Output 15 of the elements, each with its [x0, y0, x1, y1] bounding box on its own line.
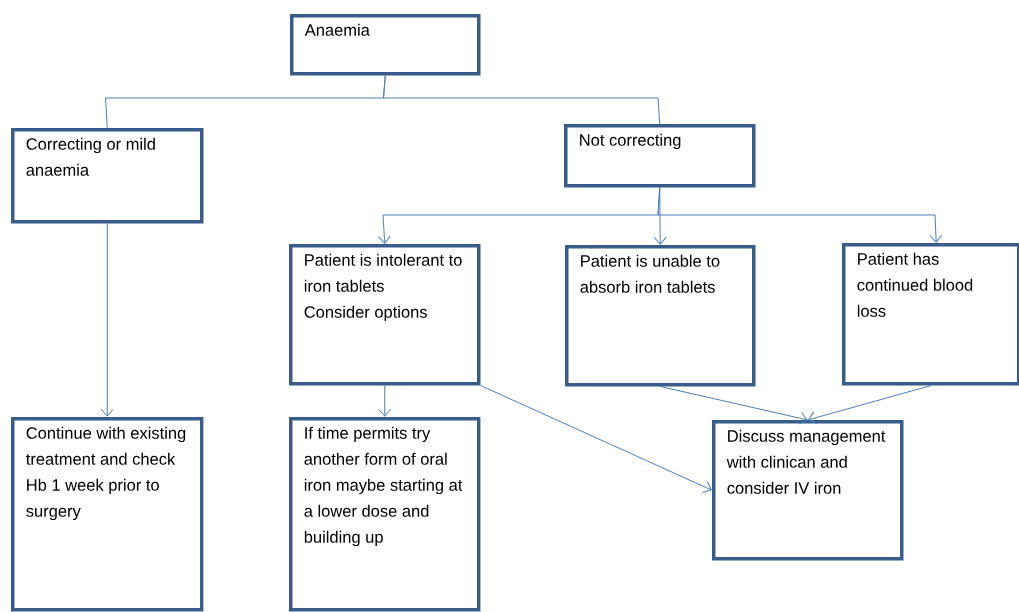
- process-box: Correcting or mild anaemia: [11, 128, 204, 224]
- process-box: Patient is intolerant to iron tablets Consider options: [289, 244, 481, 386]
- arrow: [808, 385, 932, 425]
- arrow: [480, 385, 712, 493]
- process-box: Patient is unable to absorb iron tablets: [565, 245, 756, 387]
- arrow: [657, 187, 943, 243]
- process-box: Continue with existing treatment and check Hb 1 week prior to surgery: [11, 417, 204, 612]
- process-box: Not correcting: [564, 124, 756, 188]
- process-box: Discuss management with clinican and consider IV iron: [712, 420, 904, 561]
- process-box: Patient has continued blood loss: [842, 243, 1019, 386]
- arrow: [659, 386, 808, 425]
- arrow: [378, 385, 392, 417]
- arrow: [100, 223, 114, 417]
- process-box: Anaemia: [290, 14, 481, 76]
- process-box: If time permits try another form of oral iron maybe starting at a lower dose and building up: [289, 417, 481, 612]
